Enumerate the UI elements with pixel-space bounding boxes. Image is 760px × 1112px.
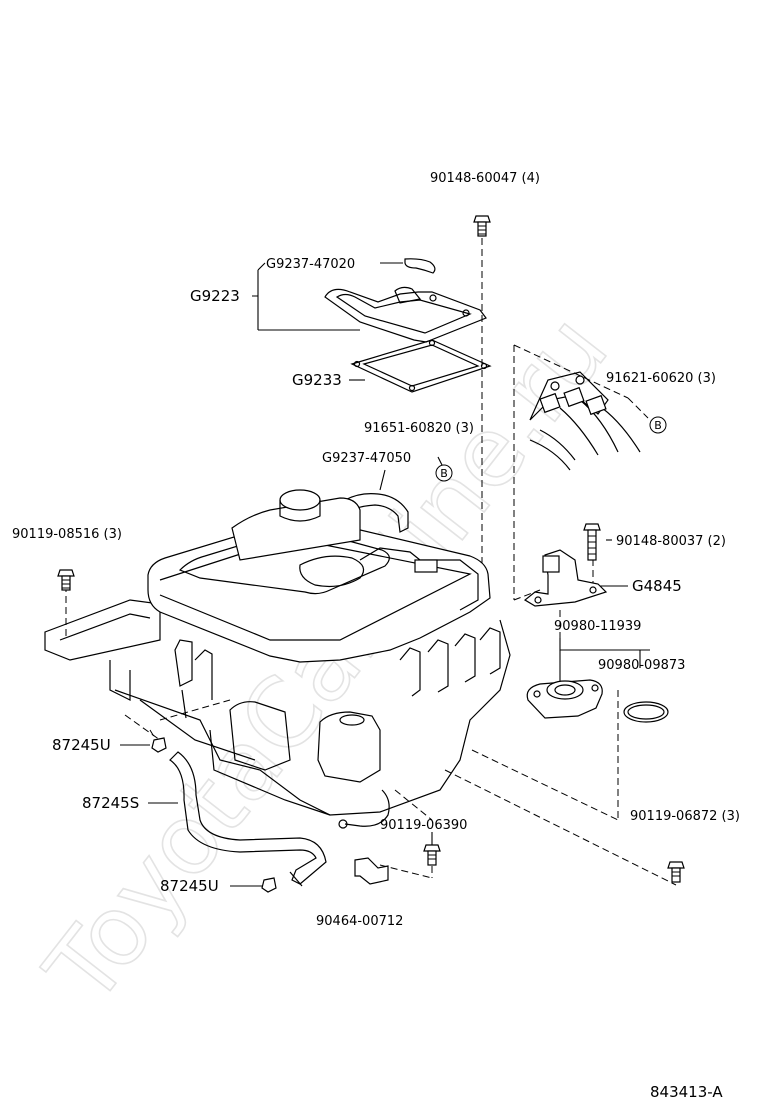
part-labels: 90148-60047 (4) G9237-47020 G9223 G9233 … bbox=[12, 171, 740, 1101]
label-gasket: G9233 bbox=[292, 371, 342, 389]
label-clamp-right: 91621-60620 (3) bbox=[606, 371, 716, 386]
lower-hose-icon bbox=[169, 751, 327, 887]
label-clip-upper: 87245U bbox=[52, 736, 111, 754]
label-bolt-bracket: 90148-80037 (2) bbox=[616, 534, 726, 549]
svg-text:B: B bbox=[440, 467, 448, 480]
label-clip-lower: 87245U bbox=[160, 877, 219, 895]
leader-lines bbox=[120, 262, 650, 887]
label-gasket-set: G9223 bbox=[190, 287, 240, 305]
label-bolt-top: 90148-60047 (4) bbox=[430, 171, 540, 186]
bolt-bracket-icon bbox=[583, 523, 601, 561]
clamp-bottom-icon bbox=[354, 857, 389, 885]
label-seat: 90980-11939 bbox=[554, 619, 641, 634]
clip-lower-icon bbox=[261, 877, 277, 893]
hose-bundle-icon bbox=[529, 371, 641, 471]
bracket-icon bbox=[523, 549, 608, 607]
label-bracket: G4845 bbox=[632, 577, 682, 595]
bolt-left-icon bbox=[57, 569, 75, 591]
clip-upper-icon bbox=[151, 737, 167, 753]
label-o-ring: 90980-09873 bbox=[598, 658, 685, 673]
label-clamp-center: 91651-60820 (3) bbox=[364, 421, 474, 436]
svg-text:B: B bbox=[654, 419, 662, 432]
small-hose-icon bbox=[404, 258, 436, 274]
callout-b-right: B bbox=[649, 416, 667, 434]
bolt-top-icon bbox=[473, 215, 491, 237]
seat-icon bbox=[526, 679, 603, 719]
label-bolt-left: 90119-08516 (3) bbox=[12, 527, 122, 542]
bolt-bottom-right-icon bbox=[667, 861, 685, 883]
diagram-id: 843413-A bbox=[650, 1083, 723, 1101]
gasket-set-icon bbox=[324, 286, 487, 343]
label-small-hose: G9237-47020 bbox=[266, 257, 355, 272]
o-ring-icon bbox=[623, 701, 669, 723]
label-hose-lower: 87245S bbox=[82, 794, 139, 812]
inverter-assembly-icon bbox=[44, 489, 511, 829]
label-bolt-bottom-right: 90119-06872 (3) bbox=[630, 809, 740, 824]
callout-b-center: B bbox=[435, 464, 453, 482]
label-clamp-bottom: 90464-00712 bbox=[316, 914, 403, 929]
bolt-ground-icon bbox=[423, 844, 441, 866]
label-hose-cap: G9237-47050 bbox=[322, 451, 411, 466]
cap-hose-icon bbox=[344, 493, 409, 533]
label-bolt-ground: 90119-06390 bbox=[380, 818, 467, 833]
gasket-icon bbox=[350, 339, 492, 393]
